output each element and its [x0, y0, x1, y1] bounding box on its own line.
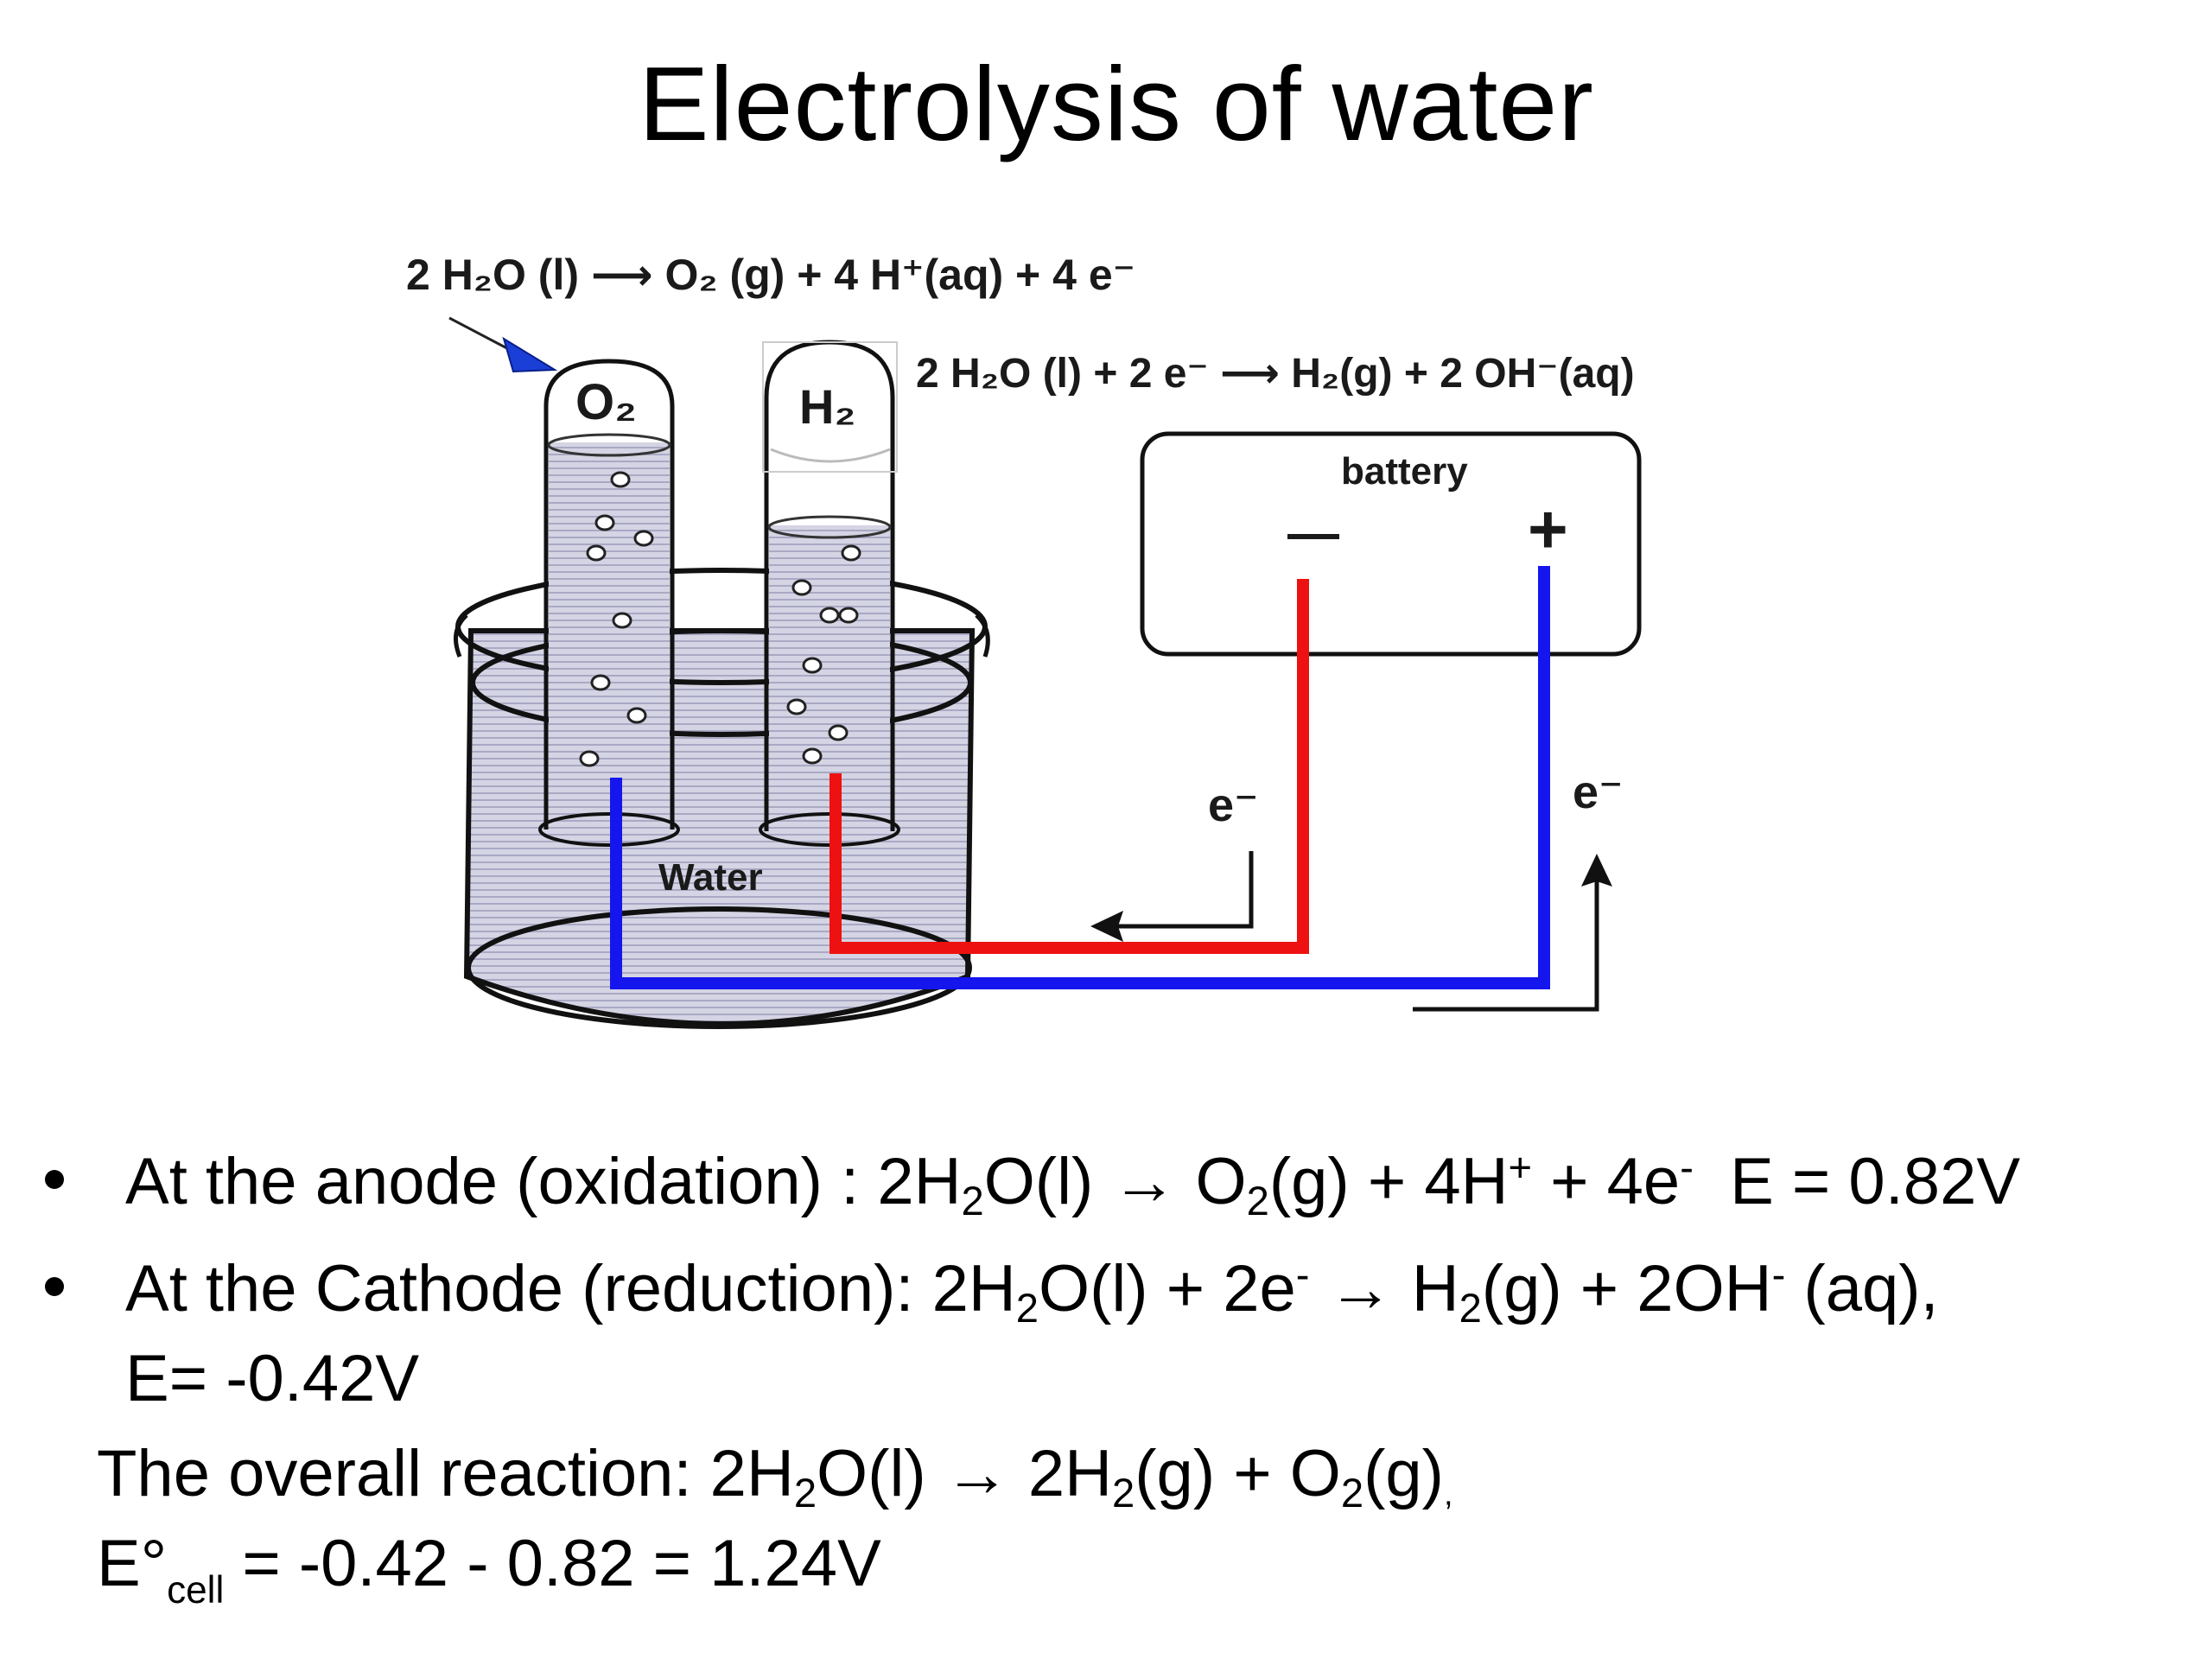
- electron-arrow-right: [1413, 854, 1612, 1012]
- cathode-equation: 2 H₂O (l) + 2 e⁻ ⟶ H₂(g) + 2 OH⁻(aq): [916, 351, 1635, 397]
- slide-title: Electrolysis of water: [639, 45, 1594, 162]
- negative-wire: [830, 579, 1309, 954]
- gas-bubbles: [579, 471, 861, 767]
- water-label: Water: [658, 856, 763, 899]
- bullet-marker: [45, 1170, 64, 1189]
- electrolysis-diagram: 2 H₂O (l) ⟶ O₂ (g) + 4 H⁺(aq) + 4 e⁻ 2 H…: [406, 251, 1642, 1029]
- beaker: [454, 568, 990, 1029]
- o2-tube-label: O₂: [575, 374, 637, 430]
- anode-bullet: At the anode (oxidation) : 2H2O(l) → O2(…: [125, 1144, 2021, 1224]
- cathode-potential: E= -0.42V: [125, 1342, 420, 1415]
- cell-potential: E°cell = -0.42 - 0.82 = 1.24V: [97, 1527, 881, 1611]
- electron-arrow-left: [1090, 851, 1254, 942]
- pointer-arrow: [448, 316, 558, 373]
- h2-tube-label: H₂: [799, 379, 855, 434]
- battery-positive-terminal: +: [1528, 491, 1568, 568]
- cathode-bullet: At the Cathode (reduction): 2H2O(l) + 2e…: [125, 1251, 1939, 1332]
- electron-label-left: e⁻: [1208, 779, 1259, 831]
- bullet-marker: [45, 1277, 64, 1296]
- battery-negative-terminal: —: [1287, 504, 1339, 562]
- o2-test-tube: [538, 359, 680, 847]
- anode-equation: 2 H₂O (l) ⟶ O₂ (g) + 4 H⁺(aq) + 4 e⁻: [406, 251, 1135, 299]
- overall-reaction: The overall reaction: 2H2O(l) → 2H2(g) +…: [97, 1437, 1453, 1516]
- positive-wire: [610, 566, 1550, 989]
- electron-label-right: e⁻: [1573, 766, 1624, 818]
- battery: [1140, 431, 1642, 657]
- battery-label: battery: [1341, 450, 1468, 493]
